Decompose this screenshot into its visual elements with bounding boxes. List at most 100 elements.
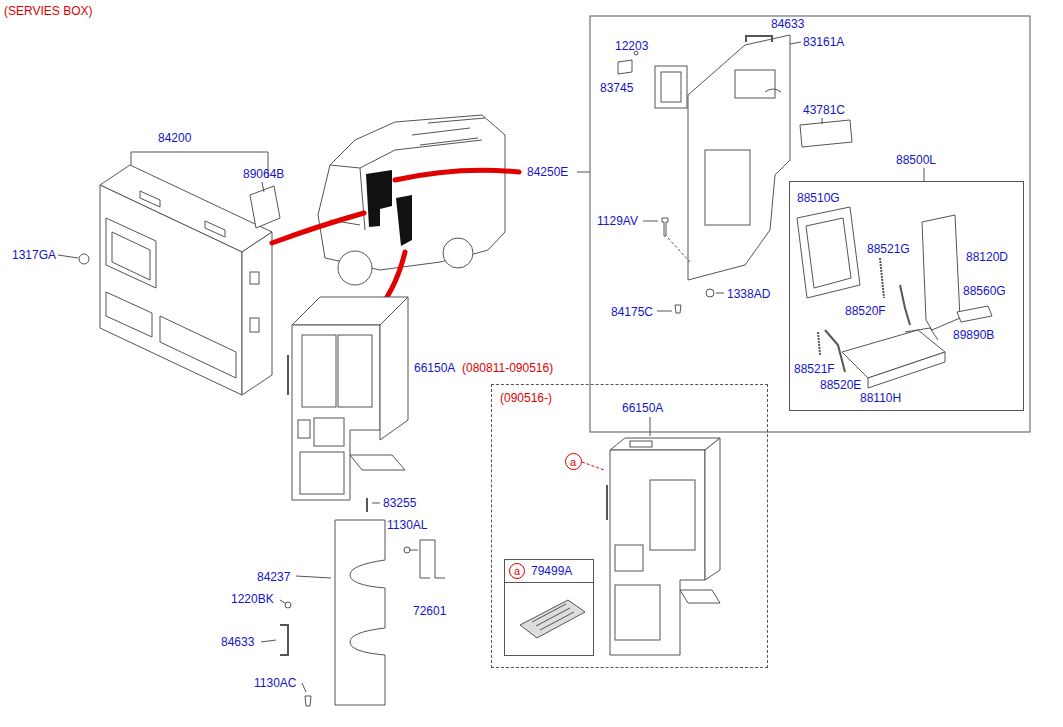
- callout-number: 84633: [221, 635, 254, 649]
- leader-line: [58, 255, 78, 258]
- plate-part: [250, 186, 280, 228]
- leader-line: [582, 462, 604, 470]
- cabinet-handle: [287, 355, 289, 395]
- panel-window: [735, 70, 775, 98]
- variant-box: (090516-)a79499Aa: [491, 384, 768, 668]
- detail-box: 79499Aa: [504, 559, 594, 656]
- panel-handle: [765, 89, 781, 92]
- callout-number: 66150A: [622, 401, 663, 415]
- cabinet-side: [705, 438, 720, 580]
- callout-number: 89064B: [243, 167, 284, 181]
- cabinet-handle: [606, 485, 608, 520]
- cabinet-detail: [205, 221, 225, 237]
- handle-part: [746, 36, 772, 42]
- reference-circle: a: [509, 563, 525, 579]
- cabinet-front: [292, 325, 380, 500]
- cabinet-side: [380, 297, 408, 440]
- cabinet-door: [302, 335, 336, 407]
- leader-line: [668, 238, 690, 262]
- panel-window: [705, 150, 750, 225]
- leader-line: [262, 182, 264, 192]
- location-arrow: [395, 170, 519, 180]
- cabinet-opening: [106, 218, 156, 288]
- screw-part: [366, 498, 368, 512]
- callout-number: 88560G: [963, 284, 1006, 298]
- cabinet-front: [610, 450, 705, 655]
- frame-part: [806, 218, 851, 288]
- spring-part: [880, 258, 884, 298]
- cabinet-drawer: [106, 292, 152, 337]
- mirror-part: [661, 72, 681, 102]
- group-box: 88500L: [789, 181, 1024, 411]
- callout-number: 88110H: [860, 391, 901, 405]
- leader-line: [410, 550, 418, 551]
- cap-symbol: [79, 254, 89, 264]
- vehicle-wheel: [443, 238, 473, 268]
- plate-part: [800, 120, 852, 147]
- header-rule: [505, 582, 593, 583]
- bolt-part: [305, 696, 311, 706]
- callout-number: 88520F: [845, 304, 886, 318]
- vent-part: [520, 600, 585, 638]
- location-arrow: [272, 213, 364, 243]
- cabinet-door: [615, 585, 660, 640]
- leader-line: [822, 118, 823, 124]
- callout-number: 1338AD: [727, 287, 770, 301]
- box-location: [366, 170, 392, 227]
- diagram-title: (SERVIES BOX): [4, 4, 92, 18]
- handle-part: [280, 625, 288, 655]
- callout-number: 88521G: [867, 242, 910, 256]
- cabinet-panel: [615, 545, 643, 571]
- callout-number: 84200: [158, 131, 191, 145]
- callout-number: 89890B: [953, 328, 994, 342]
- spring-part: [818, 332, 820, 355]
- cabinet-panel: [314, 418, 344, 446]
- cabinet-foot: [680, 590, 720, 603]
- callout-number: 84250E: [527, 165, 568, 179]
- leader-line: [924, 168, 925, 181]
- box-location: [396, 195, 412, 246]
- leader-line: [302, 683, 306, 692]
- cabinet-opening: [112, 232, 150, 280]
- seat-part: [868, 352, 945, 388]
- leader-line: [716, 293, 724, 294]
- callout-number: 1130AC: [254, 676, 296, 690]
- hinge-part: [905, 328, 938, 340]
- leader-line: [790, 42, 801, 44]
- group-frame: [590, 16, 1030, 432]
- node-text: a: [570, 456, 576, 468]
- callout-number: 43781C: [803, 103, 845, 117]
- leader-line: [577, 172, 590, 173]
- cabinet-door: [300, 452, 344, 494]
- nut-part: [706, 289, 714, 297]
- leader-line: [261, 640, 276, 642]
- arm-part: [900, 285, 910, 325]
- callout-number: 83745: [600, 81, 633, 95]
- node-text: a: [514, 565, 520, 577]
- callout-number: 84633: [771, 17, 804, 31]
- vehicle-body: [318, 115, 505, 270]
- leader-line: [296, 576, 331, 578]
- door-panel: [688, 35, 790, 280]
- reference-circle: a: [565, 453, 582, 470]
- mirror-part: [655, 66, 687, 108]
- cabinet-switch: [298, 420, 310, 438]
- vehicle-wheel: [338, 251, 372, 285]
- callout-number: 84175C: [611, 305, 653, 319]
- callout-number: 88120D: [966, 250, 1008, 264]
- cabinet-detail: [140, 191, 160, 207]
- callout-number: 66150A: [414, 361, 455, 375]
- pad-part: [957, 306, 992, 322]
- callout-number: 1129AV: [597, 214, 638, 228]
- callout-number: 83255: [383, 496, 416, 510]
- cabinet-door: [650, 480, 695, 550]
- vent-slots: [532, 604, 574, 630]
- cabinet-foot: [350, 455, 405, 470]
- callout-number: 88521F: [794, 362, 835, 376]
- cabinet-side: [242, 232, 272, 395]
- node-text: (090516-): [500, 391, 552, 405]
- cabinet-detail: [630, 441, 652, 447]
- node-text: 88500L: [896, 153, 936, 167]
- callout-number: (080811-090516): [462, 361, 553, 375]
- callout-number: 88520E: [820, 378, 861, 392]
